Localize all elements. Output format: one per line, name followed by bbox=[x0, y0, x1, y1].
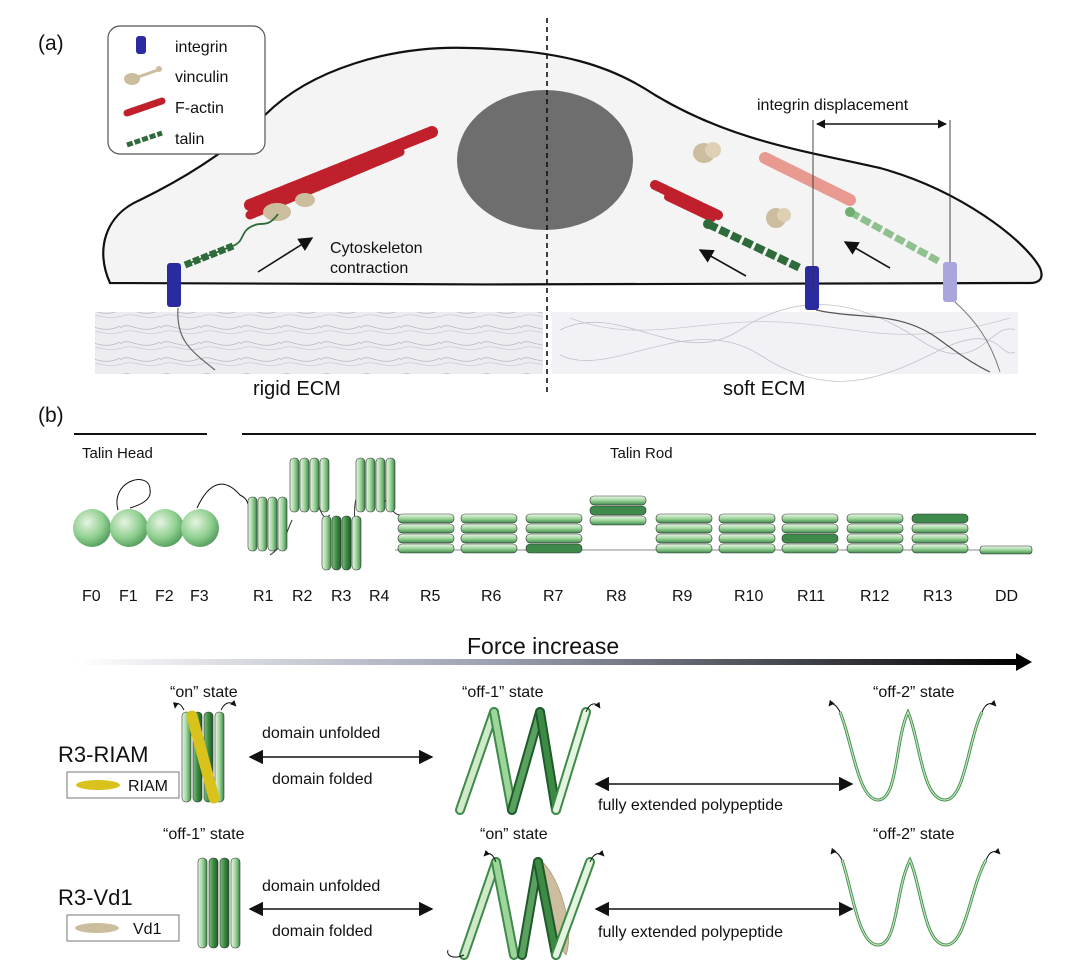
domain-r6 bbox=[460, 513, 518, 554]
talin-rod-domains bbox=[247, 457, 1033, 571]
contraction-label-2: contraction bbox=[330, 260, 408, 277]
domain-labels: F0 F1 F2 F3 R1 R2 R3 R4 R5 R6 R7 R8 R9 R… bbox=[82, 588, 1018, 605]
vd1-icon bbox=[75, 923, 119, 933]
row2-trans-top: domain unfolded bbox=[262, 878, 380, 895]
row1-off1-unfolded bbox=[455, 701, 601, 815]
displacement-label: integrin displacement bbox=[757, 97, 909, 114]
integrin-soft-current bbox=[805, 266, 819, 310]
row2-ligand-label: Vd1 bbox=[133, 921, 162, 938]
domain-r2 bbox=[289, 457, 330, 513]
ecm-soft bbox=[552, 304, 1018, 382]
row1-ligand-key: RIAM bbox=[66, 771, 180, 799]
domain-f3 bbox=[181, 509, 219, 547]
domain-f2 bbox=[146, 509, 184, 547]
row2-name: R3-Vd1 bbox=[58, 885, 133, 910]
label-dd: DD bbox=[995, 588, 1018, 605]
domain-r8 bbox=[589, 495, 647, 526]
domain-r7 bbox=[525, 513, 583, 554]
integrin-icon bbox=[136, 36, 146, 54]
row2-state-1: “off-1” state bbox=[163, 826, 245, 843]
label-r7: R7 bbox=[543, 588, 564, 605]
talin-rod-label: Talin Rod bbox=[610, 445, 673, 462]
rigid-ecm-label: rigid ECM bbox=[253, 378, 341, 400]
label-f0: F0 bbox=[82, 588, 101, 605]
horizontal-domains bbox=[397, 495, 1033, 555]
domain-r13 bbox=[911, 513, 969, 554]
row1-state-3: “off-2” state bbox=[873, 684, 955, 701]
label-r8: R8 bbox=[606, 588, 627, 605]
row1-ligand-label: RIAM bbox=[128, 778, 168, 795]
legend-integrin: integrin bbox=[175, 39, 227, 56]
panel-b-label: (b) bbox=[38, 404, 64, 427]
row1-trans-right: fully extended polypeptide bbox=[598, 797, 783, 814]
row1-state-1: “on” state bbox=[170, 684, 238, 701]
domain-r10 bbox=[718, 513, 776, 554]
label-r2: R2 bbox=[292, 588, 313, 605]
integrin-rigid bbox=[167, 263, 181, 307]
label-r10: R10 bbox=[734, 588, 763, 605]
label-f1: F1 bbox=[119, 588, 138, 605]
row1-off2-extended bbox=[828, 699, 997, 802]
label-f2: F2 bbox=[155, 588, 174, 605]
domain-r5 bbox=[397, 513, 455, 554]
label-r9: R9 bbox=[672, 588, 693, 605]
row2-trans-right: fully extended polypeptide bbox=[598, 924, 783, 941]
talin-icon bbox=[126, 130, 163, 148]
domain-dd bbox=[979, 545, 1033, 555]
row2-on-unfolded bbox=[447, 850, 605, 960]
label-f3: F3 bbox=[190, 588, 209, 605]
label-r4: R4 bbox=[369, 588, 390, 605]
row1-trans-top: domain unfolded bbox=[262, 725, 380, 742]
row1-name: R3-RIAM bbox=[58, 742, 148, 767]
row1-bundle-on bbox=[172, 700, 237, 804]
row2-trans-bottom: domain folded bbox=[272, 923, 373, 940]
legend-talin: talin bbox=[175, 131, 204, 148]
label-r1: R1 bbox=[253, 588, 274, 605]
nucleus bbox=[457, 90, 633, 230]
legend-f-actin: F-actin bbox=[175, 100, 224, 117]
panel-a-label: (a) bbox=[38, 32, 64, 55]
domain-r9 bbox=[655, 513, 713, 554]
label-r12: R12 bbox=[860, 588, 889, 605]
talin-head-domains bbox=[73, 479, 251, 547]
f-actin-icon bbox=[123, 97, 166, 117]
row2-off2-extended bbox=[830, 847, 1001, 947]
rigid-adhesion bbox=[167, 126, 438, 371]
ecm-rigid bbox=[95, 312, 543, 374]
legend-box bbox=[107, 25, 266, 155]
legend-vinculin: vinculin bbox=[175, 69, 228, 86]
talin-head-label: Talin Head bbox=[82, 445, 153, 462]
domain-r3 bbox=[321, 515, 362, 571]
domain-f0 bbox=[73, 509, 111, 547]
integrin-soft-previous bbox=[943, 262, 957, 302]
row2-state-2: “on” state bbox=[480, 826, 548, 843]
soft-ecm-label: soft ECM bbox=[723, 378, 805, 400]
riam-icon bbox=[76, 780, 120, 790]
domain-r1 bbox=[247, 496, 288, 552]
domain-f1 bbox=[110, 509, 148, 547]
domain-r12 bbox=[846, 513, 904, 554]
domain-r4 bbox=[355, 457, 396, 513]
row2-state-3: “off-2” state bbox=[873, 826, 955, 843]
label-r5: R5 bbox=[420, 588, 441, 605]
row1-state-2: “off-1” state bbox=[462, 684, 544, 701]
soft-adhesion bbox=[650, 119, 1001, 373]
contraction-label-1: Cytoskeleton bbox=[330, 240, 423, 257]
row1-trans-bottom: domain folded bbox=[272, 771, 373, 788]
label-r11: R11 bbox=[797, 588, 825, 605]
row2-ligand-key: Vd1 bbox=[66, 914, 180, 942]
legend-items: integrin vinculin F-actin talin bbox=[123, 36, 228, 148]
label-r6: R6 bbox=[481, 588, 502, 605]
domain-r11 bbox=[781, 513, 839, 554]
label-r3: R3 bbox=[331, 588, 352, 605]
row2-bundle-off1 bbox=[197, 857, 241, 949]
vinculin-icon bbox=[124, 66, 162, 85]
label-r13: R13 bbox=[923, 588, 952, 605]
force-label: Force increase bbox=[467, 633, 619, 659]
force-arrow bbox=[74, 653, 1032, 671]
